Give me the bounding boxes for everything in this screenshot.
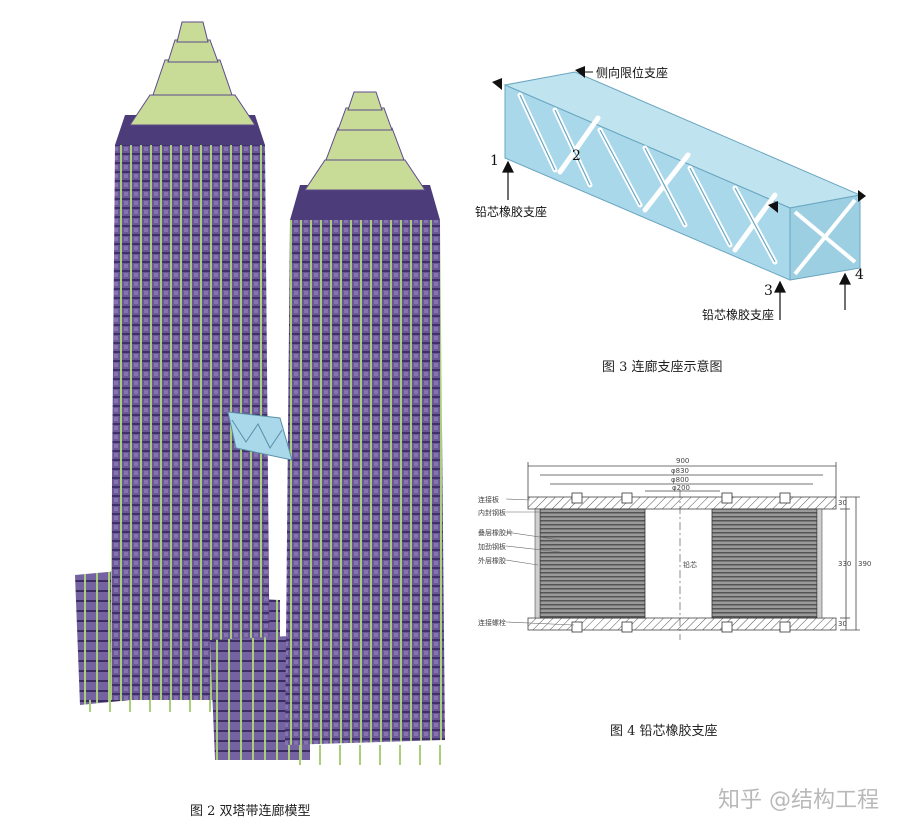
point-1-label: 1	[490, 153, 499, 169]
label-lead-core: 铅芯	[683, 561, 697, 569]
label-inner-seal-plate: 内封钢板	[478, 509, 506, 517]
lead-rubber-bearing-label-top: 铅芯橡胶支座	[475, 205, 548, 219]
lateral-limit-bearing-label: 侧向限位支座	[596, 66, 669, 80]
dim-phi830: φ830	[671, 467, 689, 475]
bottom-connecting-plate	[527, 617, 837, 631]
dim-right-30-bottom: 30	[838, 620, 847, 628]
point-4-label: 4	[855, 267, 864, 283]
top-dimensions	[527, 462, 837, 498]
label-connecting-plate: 连接板	[478, 496, 499, 504]
label-stiffening-plate: 加劲钢板	[478, 543, 506, 551]
label-outer-rubber: 外层橡胶	[478, 557, 506, 565]
zhihu-watermark: 知乎 @结构工程	[718, 788, 879, 813]
bolts	[571, 492, 791, 633]
rubber-layers-right	[711, 508, 818, 619]
label-laminated-rubber: 叠层橡胶片	[478, 529, 513, 537]
dim-right-390: 390	[858, 560, 872, 568]
leader-lines	[505, 498, 575, 626]
left-tower	[89, 21, 270, 712]
truss-corridor	[492, 66, 866, 281]
fig2-caption: 图 2 双塔带连廊模型	[190, 804, 311, 819]
dim-right-30-top: 30	[838, 499, 847, 507]
right-tower	[285, 91, 445, 765]
point-3-label: 3	[764, 283, 773, 299]
dim-right-330: 330	[838, 560, 852, 568]
dim-phi200: φ200	[672, 484, 690, 492]
rubber-layers-left	[539, 508, 646, 619]
right-podium	[210, 635, 310, 760]
right-dimensions	[840, 496, 860, 631]
lead-rubber-bearing-label-bottom: 铅芯橡胶支座	[702, 308, 775, 322]
fig4-caption: 图 4 铅芯橡胶支座	[610, 724, 718, 739]
fig3-caption: 图 3 连廊支座示意图	[602, 360, 723, 375]
dim-phi800: φ800	[671, 476, 689, 484]
point-2-label: 2	[572, 148, 581, 164]
skybridge	[227, 411, 293, 461]
label-connecting-bolt: 连接螺栓	[478, 619, 506, 627]
dim-900: 900	[676, 457, 690, 465]
bearing-arrows	[502, 160, 851, 320]
top-connecting-plate	[527, 496, 837, 510]
